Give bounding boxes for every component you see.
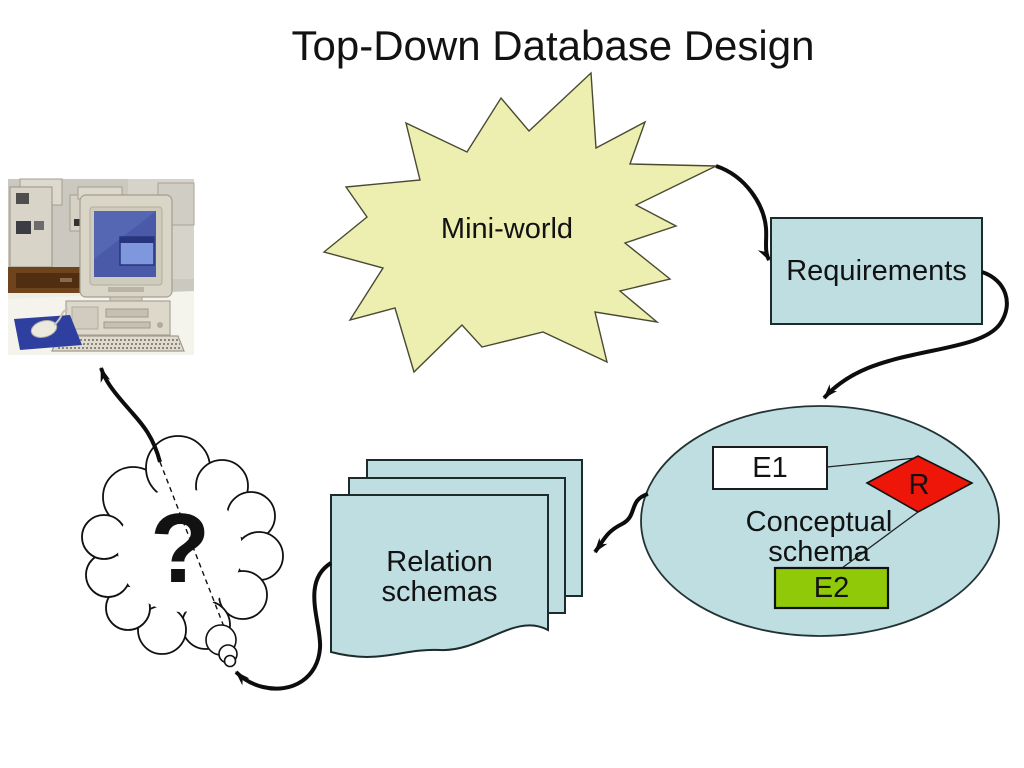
relationship-r-label: R <box>908 468 930 501</box>
arrow-requirements-to-conceptual <box>822 270 1009 400</box>
cloud-body <box>118 488 242 612</box>
cloud-dashed-line <box>159 461 227 633</box>
entity-e2-label: E2 <box>813 571 850 604</box>
question-cloud <box>81 435 284 655</box>
er-line-r-e2 <box>841 511 919 569</box>
arrow-relations-to-cloud <box>234 561 333 691</box>
mini-world-starburst <box>322 71 717 374</box>
mini-world-label: Mini-world <box>440 212 574 245</box>
question-mark: ? <box>150 492 210 603</box>
arrow-conceptual-to-relations <box>593 492 649 554</box>
entity-e1-label: E1 <box>752 451 788 484</box>
entity-e1-box <box>712 446 828 490</box>
relation-schemas-stack <box>330 459 583 658</box>
slide-title: Top-Down Database Design <box>291 21 815 69</box>
entity-e2-box <box>773 566 890 610</box>
er-line-e1-r <box>826 457 917 468</box>
arrow-cloud-to-computer <box>99 367 162 463</box>
document-front <box>330 494 549 658</box>
requirements-label: Requirements <box>786 254 967 287</box>
cloud-tail-bubbles <box>205 624 238 668</box>
computer-photo <box>8 178 195 355</box>
conceptual-schema-label: Conceptual schema <box>745 505 893 568</box>
relationship-r-diamond <box>865 455 974 513</box>
arrow-miniworld-to-requirements <box>715 164 771 261</box>
requirements-box <box>770 217 983 325</box>
relation-schemas-label: Relation schemas <box>381 545 498 608</box>
